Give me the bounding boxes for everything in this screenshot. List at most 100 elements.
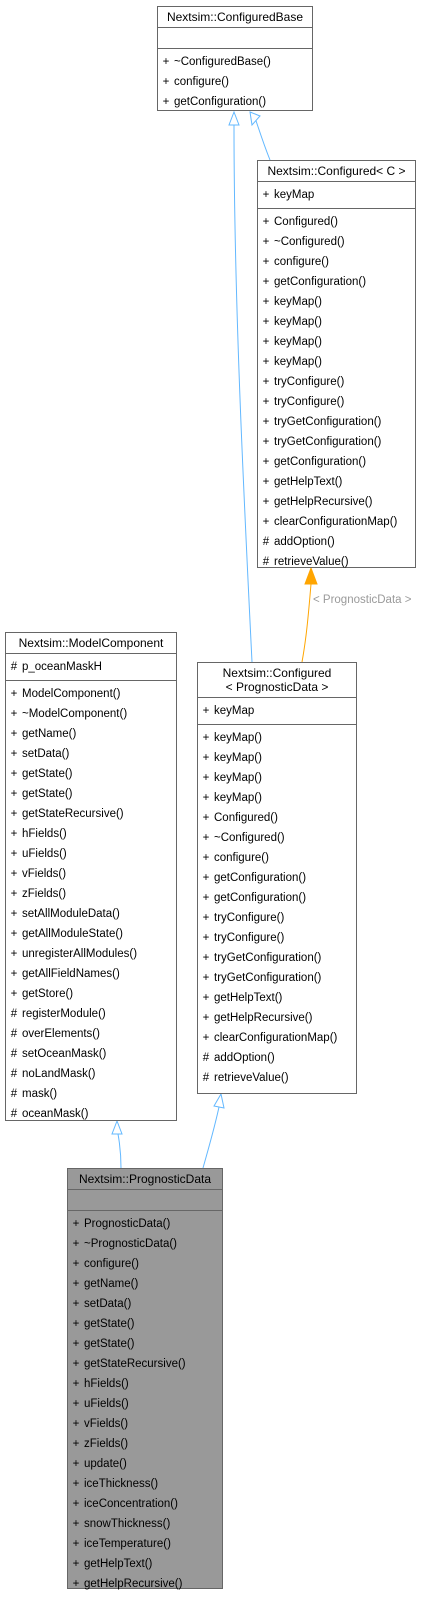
member-row[interactable]: +getName()	[68, 1274, 222, 1294]
member-row[interactable]: +tryConfigure()	[198, 908, 356, 928]
member-row[interactable]: +getName()	[6, 724, 176, 744]
visibility-marker: +	[202, 1012, 210, 1024]
member-row[interactable]: +keyMap()	[198, 768, 356, 788]
member-row[interactable]: +Configured()	[198, 808, 356, 828]
member-row[interactable]: +getState()	[6, 784, 176, 804]
visibility-marker: +	[72, 1218, 80, 1230]
member-row[interactable]: #retrieveValue()	[258, 552, 415, 572]
member-row[interactable]: +clearConfigurationMap()	[198, 1028, 356, 1048]
member-row[interactable]: +getConfiguration()	[258, 272, 415, 292]
member-row[interactable]: +~ConfiguredBase()	[158, 52, 312, 72]
member-row[interactable]: +ModelComponent()	[6, 684, 176, 704]
member-row[interactable]: +~PrognosticData()	[68, 1234, 222, 1254]
member-row[interactable]: #retrieveValue()	[198, 1068, 356, 1088]
member-row[interactable]: +vFields()	[6, 864, 176, 884]
member-row[interactable]: +snowThickness()	[68, 1514, 222, 1534]
member-row[interactable]: +getState()	[6, 764, 176, 784]
member-row[interactable]: +tryConfigure()	[258, 372, 415, 392]
member-row[interactable]: +getAllModuleState()	[6, 924, 176, 944]
member-row[interactable]: +keyMap()	[198, 788, 356, 808]
member-row[interactable]: +tryConfigure()	[258, 392, 415, 412]
member-row[interactable]: #mask()	[6, 1084, 176, 1104]
visibility-marker: +	[262, 316, 270, 328]
member-row[interactable]: +getState()	[68, 1314, 222, 1334]
member-row[interactable]: +setData()	[6, 744, 176, 764]
visibility-marker: +	[10, 808, 18, 820]
member-row[interactable]: +getHelpRecursive()	[68, 1574, 222, 1594]
member-row[interactable]: +uFields()	[6, 844, 176, 864]
member-row[interactable]: +vFields()	[68, 1414, 222, 1434]
member-name: getHelpRecursive()	[84, 1578, 183, 1590]
member-row[interactable]: +getConfiguration()	[258, 452, 415, 472]
member-name: keyMap	[274, 189, 315, 201]
member-row[interactable]: +keyMap	[258, 185, 415, 205]
member-row[interactable]: +getHelpText()	[198, 988, 356, 1008]
member-row[interactable]: +getAllFieldNames()	[6, 964, 176, 984]
member-row[interactable]: #setOceanMask()	[6, 1044, 176, 1064]
visibility-marker: +	[162, 76, 170, 88]
class-model-component[interactable]: Nextsim::ModelComponent #p_oceanMaskH +M…	[5, 632, 177, 1121]
member-row[interactable]: +zFields()	[6, 884, 176, 904]
member-row[interactable]: +keyMap()	[198, 748, 356, 768]
member-row[interactable]: +unregisterAllModules()	[6, 944, 176, 964]
class-prognostic-data[interactable]: Nextsim::PrognosticData +PrognosticData(…	[67, 1168, 223, 1590]
class-configured-c[interactable]: Nextsim::Configured< C > +keyMap +Config…	[257, 160, 416, 568]
member-row[interactable]: +keyMap()	[258, 292, 415, 312]
member-row[interactable]: #overElements()	[6, 1024, 176, 1044]
member-row[interactable]: +tryGetConfiguration()	[198, 968, 356, 988]
member-row[interactable]: +getStateRecursive()	[68, 1354, 222, 1374]
member-row[interactable]: #addOption()	[198, 1048, 356, 1068]
member-row[interactable]: +setAllModuleData()	[6, 904, 176, 924]
member-name: uFields()	[22, 848, 67, 860]
member-row[interactable]: +clearConfigurationMap()	[258, 512, 415, 532]
member-row[interactable]: +setData()	[68, 1294, 222, 1314]
member-row[interactable]: +update()	[68, 1454, 222, 1474]
member-row[interactable]: +keyMap()	[258, 312, 415, 332]
member-row[interactable]: +keyMap	[198, 701, 356, 721]
member-row[interactable]: +configure()	[198, 848, 356, 868]
member-row[interactable]: +hFields()	[68, 1374, 222, 1394]
visibility-marker: +	[202, 892, 210, 904]
member-row[interactable]: +Configured()	[258, 212, 415, 232]
member-row[interactable]: +tryGetConfiguration()	[258, 412, 415, 432]
member-row[interactable]: +iceConcentration()	[68, 1494, 222, 1514]
member-row[interactable]: +iceTemperature()	[68, 1534, 222, 1554]
member-row[interactable]: +~Configured()	[198, 828, 356, 848]
class-title: Nextsim::Configured< C >	[258, 161, 415, 182]
member-row[interactable]: #addOption()	[258, 532, 415, 552]
member-row[interactable]: +hFields()	[6, 824, 176, 844]
member-row[interactable]: +keyMap()	[198, 728, 356, 748]
member-row[interactable]: +~ModelComponent()	[6, 704, 176, 724]
member-row[interactable]: +iceThickness()	[68, 1474, 222, 1494]
member-row[interactable]: +configure()	[158, 72, 312, 92]
member-row[interactable]: +getHelpText()	[258, 472, 415, 492]
member-row[interactable]: +~Configured()	[258, 232, 415, 252]
member-row[interactable]: #p_oceanMaskH	[6, 657, 176, 677]
member-row[interactable]: +zFields()	[68, 1434, 222, 1454]
class-configured-base[interactable]: Nextsim::ConfiguredBase +~ConfiguredBase…	[157, 6, 313, 111]
member-row[interactable]: +getConfiguration()	[198, 888, 356, 908]
member-row[interactable]: +getStore()	[6, 984, 176, 1004]
member-row[interactable]: +configure()	[68, 1254, 222, 1274]
member-row[interactable]: +keyMap()	[258, 332, 415, 352]
class-configured-prognostic-data[interactable]: Nextsim::Configured < PrognosticData > +…	[197, 662, 357, 1094]
member-row[interactable]: +tryGetConfiguration()	[258, 432, 415, 452]
member-row[interactable]: #registerModule()	[6, 1004, 176, 1024]
member-row[interactable]: +getConfiguration()	[158, 92, 312, 112]
member-row[interactable]: +getHelpRecursive()	[258, 492, 415, 512]
member-row[interactable]: +getHelpRecursive()	[198, 1008, 356, 1028]
member-name: addOption()	[214, 1052, 275, 1064]
member-row[interactable]: +keyMap()	[258, 352, 415, 372]
member-row[interactable]: +uFields()	[68, 1394, 222, 1414]
member-row[interactable]: +getConfiguration()	[198, 868, 356, 888]
member-row[interactable]: #oceanMask()	[6, 1104, 176, 1124]
member-row[interactable]: +configure()	[258, 252, 415, 272]
member-row[interactable]: #noLandMask()	[6, 1064, 176, 1084]
member-row[interactable]: +getState()	[68, 1334, 222, 1354]
member-row[interactable]: +getHelpText()	[68, 1554, 222, 1574]
member-row[interactable]: +tryGetConfiguration()	[198, 948, 356, 968]
member-row[interactable]: +tryConfigure()	[198, 928, 356, 948]
visibility-marker: +	[262, 516, 270, 528]
member-row[interactable]: +getStateRecursive()	[6, 804, 176, 824]
member-row[interactable]: +PrognosticData()	[68, 1214, 222, 1234]
